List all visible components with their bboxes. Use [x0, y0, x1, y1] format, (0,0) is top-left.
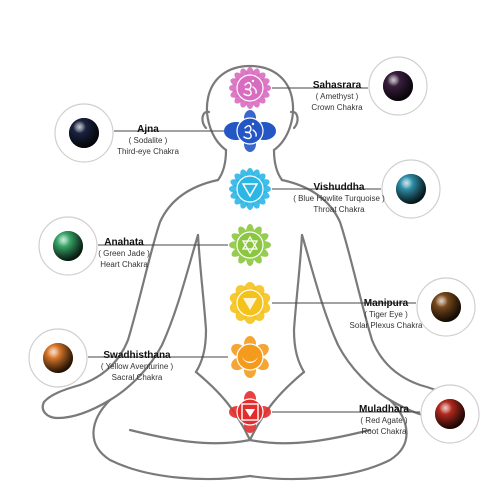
- chakra-symbol-manipura: [229, 282, 271, 324]
- right-arm-outer: [280, 178, 458, 404]
- gemstone-sahasrara: [368, 56, 428, 116]
- stone-name: ( Sodalite ): [128, 136, 168, 145]
- gemstone-ajna: [54, 103, 114, 163]
- inner-leg-right: [248, 428, 372, 445]
- chakra-symbol-anahata: [229, 224, 271, 266]
- gem-shine: [69, 118, 99, 148]
- gemstone-muladhara: [420, 384, 480, 444]
- gem-shine: [53, 231, 83, 261]
- gem-shine: [396, 174, 426, 204]
- legs-outline: [92, 398, 408, 481]
- gemstones: [28, 56, 480, 444]
- square-emblem: [241, 403, 259, 421]
- pointer-lines: [88, 87, 420, 413]
- chakra-english-name: Sacral Chakra: [111, 373, 163, 382]
- left-torso: [194, 233, 208, 374]
- label-ajna: Ajna ( Sodalite ) Third-eye Chakra: [112, 124, 184, 157]
- gem-shine: [431, 292, 461, 322]
- stone-name: ( Tiger Eye ): [364, 310, 408, 319]
- neck-left: [216, 148, 228, 182]
- gemstone-swadhisthana: [28, 328, 88, 388]
- chakra-symbol-vishuddha: [229, 168, 271, 210]
- label-swadhisthana: Swadhisthana ( Yellow Aventurine ) Sacra…: [94, 350, 180, 383]
- stone-name: ( Yellow Aventurine ): [100, 362, 174, 371]
- chakra-name: Sahasrara: [312, 80, 362, 91]
- gemstone-vishuddha: [381, 159, 441, 219]
- stone-name: ( Green Jade ): [98, 249, 150, 258]
- chakra-core: [236, 231, 264, 259]
- stone-name: ( Amethyst ): [315, 92, 359, 101]
- triangle-emblem: [241, 183, 259, 198]
- om-dot: [251, 122, 255, 126]
- chakra-name: Manipura: [363, 298, 409, 309]
- label-vishuddha: Vishuddha ( Blue Howlite Turquoise ) Thr…: [290, 182, 388, 215]
- chakra-symbols: [224, 67, 276, 433]
- gem-shine: [43, 343, 73, 373]
- label-manipura: Manipura ( Tiger Eye ) Solar Plexus Chak…: [344, 298, 428, 331]
- chakra-english-name: Throat Chakra: [313, 205, 365, 214]
- triangle-emblem: [245, 409, 255, 417]
- label-muladhara: Muladhara ( Red Agate ) Root Chakra: [352, 404, 416, 437]
- chakra-english-name: Solar Plexus Chakra: [349, 321, 423, 330]
- chakra-name: Muladhara: [358, 404, 409, 415]
- chakra-name: Vishuddha: [313, 182, 365, 193]
- left-arm-outer: [42, 178, 220, 404]
- chakra-core: [236, 175, 264, 203]
- inner-leg-left: [128, 428, 252, 445]
- gemstone-anahata: [38, 216, 98, 276]
- stone-name: ( Blue Howlite Turquoise ): [293, 194, 385, 203]
- ear-left: [201, 110, 211, 130]
- hexagram-down: [241, 240, 259, 255]
- head-outline: [205, 64, 295, 152]
- om-emblem: [243, 82, 257, 97]
- chakra-name: Swadhisthana: [103, 350, 171, 361]
- neck-right: [272, 148, 284, 182]
- ear-right: [289, 110, 299, 130]
- chakra-name: Anahata: [104, 237, 144, 248]
- gem-shine: [435, 399, 465, 429]
- right-torso: [292, 233, 306, 374]
- crescent-emblem: [242, 355, 258, 363]
- label-anahata: Anahata ( Green Jade ) Heart Chakra: [94, 237, 154, 270]
- chakra-name: Ajna: [137, 124, 159, 135]
- gemstone-manipura: [416, 277, 476, 337]
- om-emblem: [243, 125, 257, 140]
- chakra-english-name: Third-eye Chakra: [117, 147, 179, 156]
- chakra-symbol-swadhisthana: [231, 336, 269, 378]
- right-arm-inner: [300, 233, 392, 402]
- chakra-core: [236, 343, 264, 371]
- left-hand: [41, 398, 112, 420]
- hexagram-up: [241, 235, 259, 250]
- om-dot: [251, 79, 255, 83]
- chakra-english-name: Heart Chakra: [100, 260, 148, 269]
- gem-shine: [383, 71, 413, 101]
- chakra-english-name: Root Chakra: [361, 427, 407, 436]
- label-sahasrara: Sahasrara ( Amethyst ) Crown Chakra: [305, 80, 369, 113]
- chakra-english-name: Crown Chakra: [311, 103, 363, 112]
- triangle-emblem: [243, 298, 257, 310]
- chakra-symbol-muladhara: [229, 391, 271, 433]
- left-arm-inner: [108, 233, 200, 402]
- chakra-symbol-sahasrara: [229, 67, 271, 109]
- stone-name: ( Red Agate ): [360, 416, 408, 425]
- chakra-symbol-ajna: [224, 110, 276, 152]
